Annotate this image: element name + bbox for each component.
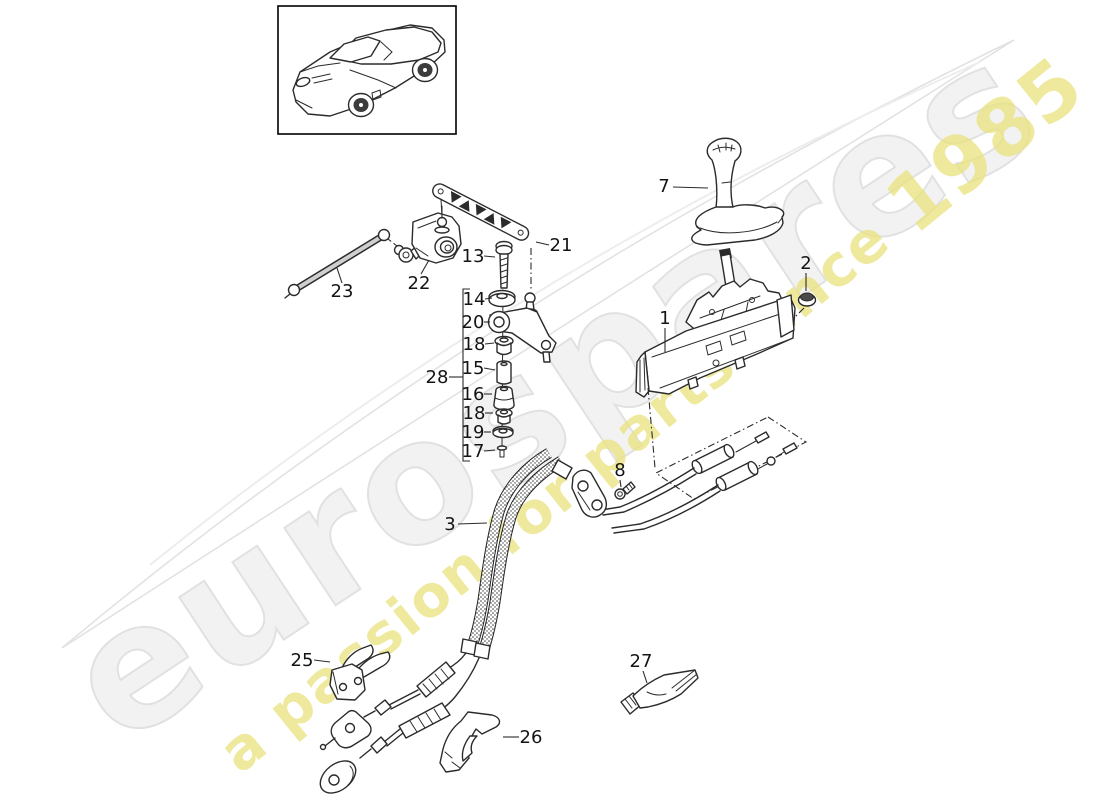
leader-21 bbox=[535, 241, 550, 246]
callouts: 7 2 1 21 13 22 23 28 14 20 18 15 16 18 1… bbox=[291, 176, 812, 748]
part-18-grommet-upper bbox=[494, 335, 514, 356]
watermark-brand-text: eurospares bbox=[33, 2, 1072, 782]
callout-22[interactable]: 22 bbox=[408, 273, 431, 294]
leader-27 bbox=[642, 670, 648, 684]
leader-3 bbox=[457, 522, 488, 525]
callout-23[interactable]: 23 bbox=[331, 281, 354, 302]
callout-2[interactable]: 2 bbox=[800, 253, 811, 274]
part-19-washer bbox=[492, 425, 514, 439]
leader-8 bbox=[619, 479, 622, 488]
cable-lower-a bbox=[319, 652, 467, 751]
callout-1[interactable]: 1 bbox=[659, 308, 670, 329]
leader-23 bbox=[336, 267, 343, 284]
callout-26[interactable]: 26 bbox=[520, 727, 543, 748]
callout-20[interactable]: 20 bbox=[462, 312, 485, 333]
part-26-bracket bbox=[439, 711, 501, 773]
part-8-screw bbox=[614, 481, 636, 500]
car-drawing bbox=[292, 24, 446, 118]
part-20-selector-lever bbox=[487, 292, 557, 363]
leader-13 bbox=[483, 255, 496, 258]
leader-15 bbox=[483, 367, 496, 371]
cable-end-right-b bbox=[611, 442, 798, 534]
watermark-swoosh bbox=[61, 39, 1015, 649]
group-cable-ends-frame bbox=[600, 387, 808, 534]
leader-14 bbox=[484, 297, 493, 300]
part-1-shifter-housing bbox=[635, 248, 796, 398]
part-22-pivot-bracket bbox=[393, 205, 462, 264]
group-bracket-28 bbox=[449, 288, 470, 462]
callout-13[interactable]: 13 bbox=[462, 246, 485, 267]
part-7-shift-knob bbox=[691, 137, 785, 246]
callout-28[interactable]: 28 bbox=[426, 367, 449, 388]
part-13-bolt bbox=[495, 240, 513, 289]
part-25-bracket bbox=[329, 644, 391, 701]
cable-ferrule-top bbox=[551, 459, 573, 480]
part-15-spacer bbox=[496, 360, 512, 385]
watermark: eurospares a passion for parts since 198… bbox=[32, 1, 1100, 786]
callout-27[interactable]: 27 bbox=[630, 651, 653, 672]
callout-14[interactable]: 14 bbox=[463, 289, 486, 310]
part-17-screw bbox=[496, 445, 508, 458]
part-14-washer bbox=[488, 289, 516, 308]
part-18-grommet-lower bbox=[495, 408, 513, 425]
callout-15[interactable]: 15 bbox=[462, 358, 485, 379]
callout-21[interactable]: 21 bbox=[550, 235, 573, 256]
leader-18a bbox=[484, 342, 495, 345]
cable-abutment-lever bbox=[571, 469, 608, 518]
leader-7 bbox=[672, 186, 709, 189]
callout-25[interactable]: 25 bbox=[291, 650, 314, 671]
part-27-lubricant-tube bbox=[620, 669, 699, 715]
callout-18a[interactable]: 18 bbox=[463, 334, 486, 355]
part-16-bushing bbox=[493, 385, 515, 411]
callout-17[interactable]: 17 bbox=[462, 441, 485, 462]
leader-17 bbox=[483, 449, 496, 452]
cable-end-right-a bbox=[600, 431, 770, 516]
callout-18b[interactable]: 18 bbox=[463, 403, 486, 424]
leader-25 bbox=[313, 659, 331, 663]
car-thumbnail bbox=[277, 5, 457, 135]
part-21-slotted-bar bbox=[432, 183, 532, 289]
part-3-cable-assembly bbox=[319, 448, 608, 794]
cable-lower-b bbox=[319, 657, 480, 794]
leader-22 bbox=[420, 259, 430, 275]
callout-8[interactable]: 8 bbox=[614, 460, 625, 481]
part-23-rod bbox=[284, 228, 398, 299]
callout-3[interactable]: 3 bbox=[444, 514, 455, 535]
callout-7[interactable]: 7 bbox=[658, 176, 669, 197]
callout-16[interactable]: 16 bbox=[462, 384, 485, 405]
callout-19[interactable]: 19 bbox=[462, 422, 485, 443]
cable-ferrule-bottom-b bbox=[473, 642, 491, 660]
watermark-swoosh-echo bbox=[149, 61, 981, 566]
